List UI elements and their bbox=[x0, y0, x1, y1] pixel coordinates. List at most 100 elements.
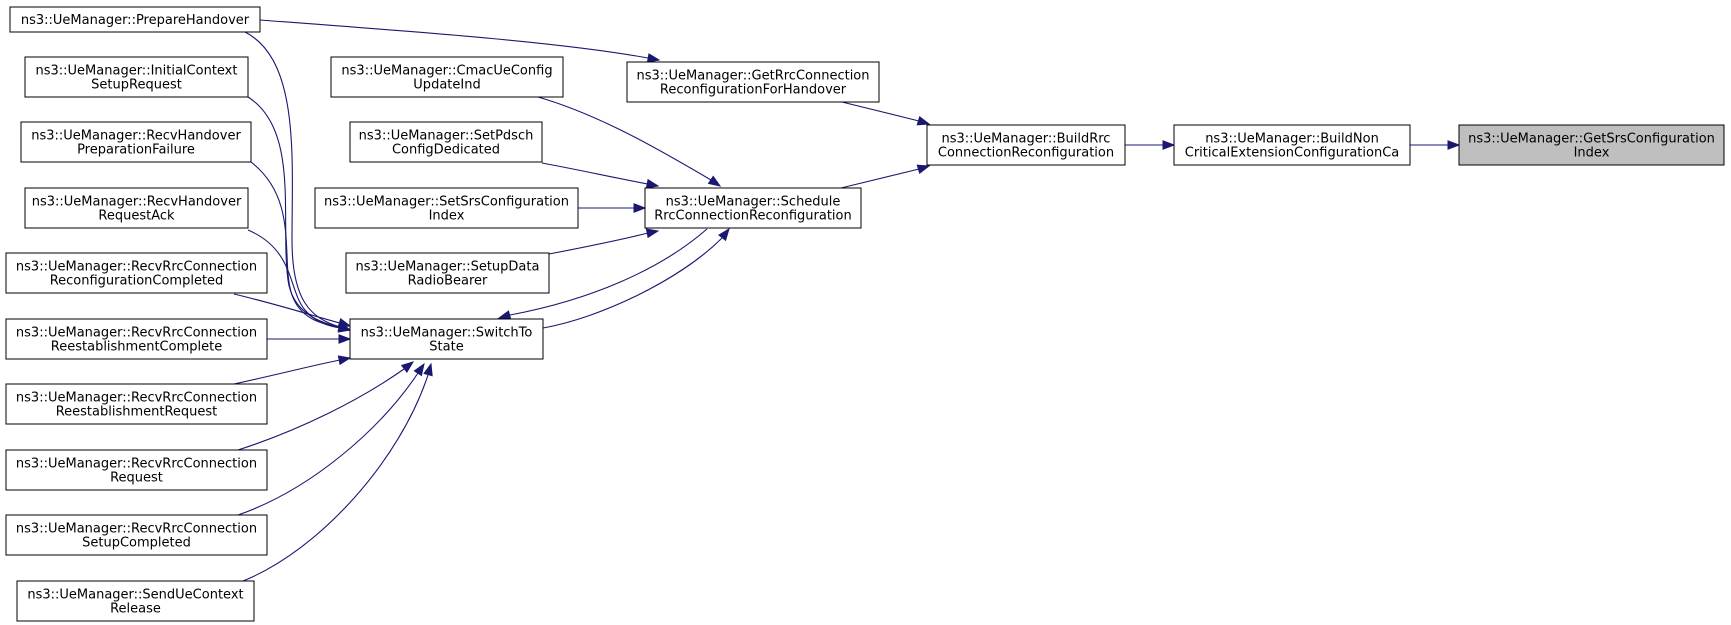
node-get-rrc-reconf-handover[interactable]: ns3::UeManager::GetRrcConnectionReconfig… bbox=[626, 61, 880, 103]
node-label-line: ns3::UeManager::RecvRrcConnection bbox=[16, 260, 257, 275]
edge-recv_rrc_reest_complete-to-switch_to_state bbox=[267, 334, 352, 344]
node-box bbox=[5, 383, 268, 425]
edge-arrowhead bbox=[645, 178, 660, 189]
node-label-line: ns3::UeManager::SendUeContext bbox=[27, 588, 243, 603]
edge-arrowhead bbox=[423, 362, 433, 377]
node-label-line: ns3::UeManager::SetPdsch bbox=[359, 129, 534, 144]
node-prepare-handover[interactable]: ns3::UeManager::PrepareHandover bbox=[9, 6, 261, 33]
edge-schedule_rrc_reconf-to-build_rrc_reconf bbox=[840, 164, 931, 189]
node-label-line: ns3::UeManager::SetSrsConfiguration bbox=[324, 195, 569, 210]
edge-line bbox=[537, 96, 712, 181]
node-recv-rrc-reest-request[interactable]: ns3::UeManager::RecvRrcConnectionReestab… bbox=[5, 383, 268, 425]
node-label-line: UpdateInd bbox=[413, 78, 480, 93]
node-label-line: ConnectionReconfiguration bbox=[938, 146, 1114, 161]
node-label-line: ns3::UeManager::RecvRrcConnection bbox=[16, 391, 257, 406]
edge-arrowhead bbox=[413, 362, 425, 377]
edge-recv_ho_prep_fail-to-switch_to_state bbox=[250, 161, 352, 332]
edge-arrowhead bbox=[718, 227, 730, 242]
node-label-line: ns3::UeManager::BuildNon bbox=[1205, 132, 1379, 147]
edge-line bbox=[541, 162, 649, 185]
node-label-line: ns3::UeManager::RecvHandover bbox=[32, 195, 242, 210]
node-label-line: ns3::UeManager::RecvHandover bbox=[31, 129, 241, 144]
node-label-line: ConfigDedicated bbox=[392, 143, 500, 158]
node-label-line: ns3::UeManager::RecvRrcConnection bbox=[16, 522, 257, 537]
node-label-line: ns3::UeManager::BuildRrc bbox=[942, 132, 1111, 147]
edge-arrowhead bbox=[1447, 140, 1461, 150]
node-recv-ho-prep-fail[interactable]: ns3::UeManager::RecvHandoverPreparationF… bbox=[20, 121, 252, 163]
edge-arrowhead bbox=[645, 228, 660, 239]
node-label-line: ns3::UeManager::RecvRrcConnection bbox=[16, 457, 257, 472]
edge-build_rrc_reconf-to-build_non_critical bbox=[1125, 140, 1176, 150]
edge-arrowhead bbox=[1162, 140, 1176, 150]
node-label-line: Release bbox=[110, 602, 161, 617]
node-box bbox=[5, 514, 268, 556]
edge-build_non_critical-to-get_srs_index bbox=[1410, 140, 1461, 150]
node-label-line: Index bbox=[429, 209, 465, 224]
node-box bbox=[314, 187, 579, 229]
edge-line bbox=[233, 359, 341, 385]
node-label-line: ns3::UeManager::GetSrsConfiguration bbox=[1468, 132, 1715, 147]
edge-switch_to_state-to-schedule_rrc_reconf bbox=[542, 227, 730, 329]
node-recv-rrc-reest-complete[interactable]: ns3::UeManager::RecvRrcConnectionReestab… bbox=[5, 318, 268, 360]
node-label-line: RequestAck bbox=[98, 209, 175, 224]
edge-send_ue_context_release-to-switch_to_state bbox=[242, 362, 433, 582]
node-label-line: Request bbox=[110, 471, 163, 486]
node-label-line: ReestablishmentRequest bbox=[56, 405, 218, 420]
node-label-line: ns3::UeManager::PrepareHandover bbox=[21, 13, 250, 28]
node-label-line: Index bbox=[1574, 146, 1610, 161]
edge-recv_rrc_reconf_completed-to-switch_to_state bbox=[233, 293, 352, 328]
edge-line bbox=[250, 161, 341, 328]
edge-arrowhead bbox=[338, 334, 352, 344]
node-label-line: ns3::UeManager::SwitchTo bbox=[361, 326, 533, 341]
node-box bbox=[9, 6, 261, 33]
node-box bbox=[5, 252, 268, 294]
node-box bbox=[20, 121, 252, 163]
edge-cmac_ue_config-to-schedule_rrc_reconf bbox=[537, 96, 722, 187]
edge-schedule_rrc_reconf-to-switch_to_state bbox=[497, 228, 708, 320]
node-build-non-critical[interactable]: ns3::UeManager::BuildNonCriticalExtensio… bbox=[1173, 124, 1411, 166]
edge-line bbox=[237, 368, 405, 451]
edge-recv_rrc_setup_completed-to-switch_to_state bbox=[237, 362, 425, 516]
edge-line bbox=[841, 101, 920, 122]
nodes-layer: ns3::UeManager::GetSrsConfigurationIndex… bbox=[5, 6, 1725, 622]
edge-arrowhead bbox=[337, 355, 352, 366]
edge-line bbox=[259, 19, 649, 59]
node-label-line: PreparationFailure bbox=[77, 143, 195, 158]
node-label-line: SetupCompleted bbox=[82, 536, 191, 551]
edge-line bbox=[509, 228, 708, 316]
node-schedule-rrc-reconf[interactable]: ns3::UeManager::ScheduleRrcConnectionRec… bbox=[644, 187, 862, 229]
node-label-line: ReestablishmentComplete bbox=[51, 340, 222, 355]
node-label-line: ns3::UeManager::Schedule bbox=[666, 195, 841, 210]
edge-line bbox=[242, 374, 429, 582]
node-label-line: ns3::UeManager::RecvRrcConnection bbox=[16, 326, 257, 341]
edge-recv_rrc_request-to-switch_to_state bbox=[237, 361, 415, 451]
node-label-line: ns3::UeManager::InitialContext bbox=[36, 64, 238, 79]
edge-arrowhead bbox=[707, 175, 722, 187]
edge-arrowhead bbox=[646, 53, 661, 63]
node-box bbox=[926, 124, 1126, 166]
node-build-rrc-reconf[interactable]: ns3::UeManager::BuildRrcConnectionReconf… bbox=[926, 124, 1126, 166]
node-initial-context[interactable]: ns3::UeManager::InitialContextSetupReque… bbox=[24, 56, 249, 98]
edge-arrowhead bbox=[400, 361, 415, 373]
edge-arrowhead bbox=[633, 203, 647, 213]
edge-arrowhead bbox=[497, 310, 512, 320]
node-box bbox=[5, 318, 268, 360]
node-recv-rrc-setup-completed[interactable]: ns3::UeManager::RecvRrcConnectionSetupCo… bbox=[5, 514, 268, 556]
node-box bbox=[626, 61, 880, 103]
node-box bbox=[1458, 124, 1725, 166]
node-label-line: CriticalExtensionConfigurationCa bbox=[1185, 146, 1400, 161]
node-recv-rrc-reconf-completed[interactable]: ns3::UeManager::RecvRrcConnectionReconfi… bbox=[5, 252, 268, 294]
node-label-line: ReconfigurationForHandover bbox=[660, 83, 847, 98]
edge-set_pdsch-to-schedule_rrc_reconf bbox=[541, 162, 660, 189]
node-label-line: RadioBearer bbox=[408, 274, 488, 289]
